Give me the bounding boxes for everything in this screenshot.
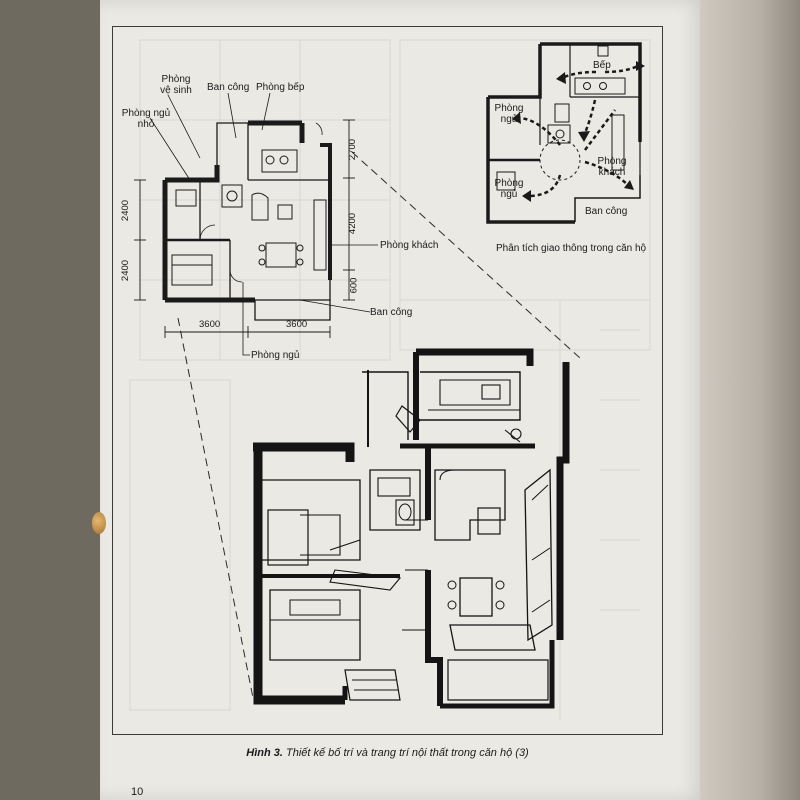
- next-page-edge: [700, 0, 800, 800]
- small-floor-plan: [162, 120, 332, 321]
- dimension-lines: [134, 119, 355, 338]
- traffic-caption: Phân tích giao thông trong căn hộ: [496, 243, 647, 254]
- traffic-label-balcony: Ban công: [585, 206, 628, 217]
- background-grid: [129, 39, 651, 720]
- label-balcony-top: Ban công: [207, 82, 250, 93]
- figure-label: Hình 3.: [246, 747, 283, 759]
- traffic-label-bedroom-2: Phòng ngủ: [494, 178, 524, 200]
- label-balcony-bottom: Ban công: [370, 307, 413, 318]
- traffic-label-kitchen: Bếp: [593, 60, 611, 71]
- traffic-diagram: [486, 42, 642, 224]
- label-small-bedroom: Phòng ngủ nhỏ: [121, 108, 171, 130]
- page-number: 10: [131, 786, 144, 798]
- zoom-connector: [177, 151, 581, 699]
- binder-clip: [92, 512, 106, 534]
- traffic-arrow-heads: [512, 61, 645, 202]
- figure-caption: Hình 3. Thiết kế bố trí và trang trí nội…: [112, 747, 663, 759]
- label-kitchen: Phòng bếp: [256, 82, 305, 93]
- traffic-label-living: Phòng khách: [597, 156, 627, 178]
- label-bedroom: Phòng ngủ: [251, 350, 300, 361]
- dim-right-top: 2700: [347, 138, 359, 161]
- dim-bottom-left: 3600: [199, 319, 221, 330]
- dim-left-bottom: 2400: [120, 259, 132, 282]
- traffic-arrows: [519, 64, 639, 198]
- dim-left-top: 2400: [120, 199, 132, 222]
- perspective-sketch: [253, 348, 570, 709]
- leader-lines: [149, 92, 378, 356]
- label-wc: Phòng vệ sinh: [160, 74, 192, 96]
- figure-frame: [112, 26, 663, 735]
- dim-right-mid: 4200: [347, 212, 359, 235]
- figure-title: Thiết kế bố trí và trang trí nội thất tr…: [285, 747, 529, 759]
- dim-right-bottom: 600: [348, 277, 360, 294]
- traffic-label-bedroom-1: Phòng ngủ: [494, 103, 524, 125]
- dim-bottom-right: 3600: [286, 319, 308, 330]
- label-living-room: Phòng khách: [380, 240, 439, 251]
